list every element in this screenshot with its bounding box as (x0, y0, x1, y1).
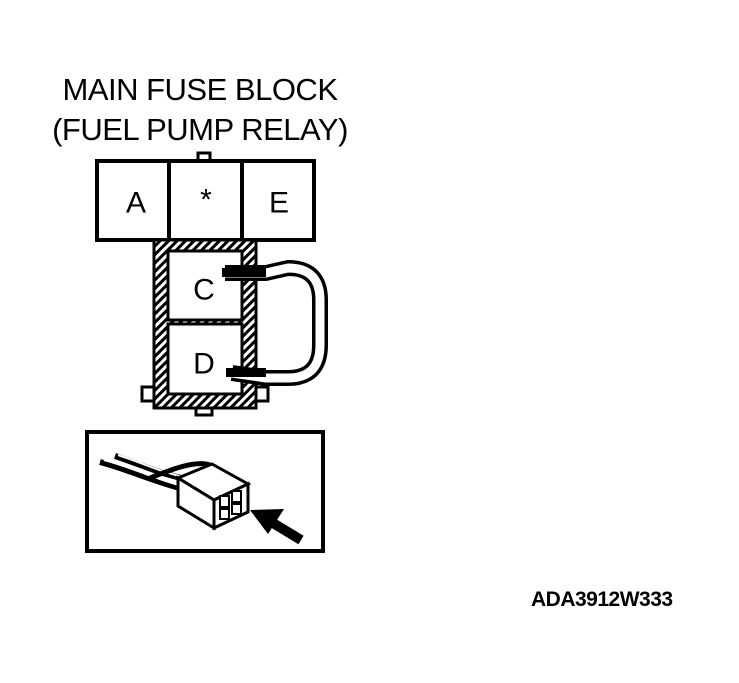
view-direction-arrow-icon (250, 509, 304, 545)
top-terminal-row: A * E (95, 151, 316, 242)
terminal-row-frame (95, 159, 316, 242)
terminal-star-label: * (200, 184, 212, 217)
jumper-probe-c (222, 268, 266, 277)
title-line-2: (FUEL PUMP RELAY) (52, 112, 348, 147)
terminal-c-cell (166, 249, 244, 322)
terminal-c-label: C (193, 274, 215, 307)
terminal-d-label: D (193, 348, 215, 381)
connector-view-inset (85, 430, 325, 553)
jumper-probe-d (226, 368, 266, 377)
wire-harness-icon (99, 453, 211, 491)
terminal-e-label: E (269, 187, 289, 220)
terminal-d-cell (166, 322, 244, 396)
title-line-1: MAIN FUSE BLOCK (62, 72, 339, 107)
figure-code: ADA3912W333 (531, 588, 673, 611)
jumper-wire (222, 260, 328, 386)
connector-icon (174, 462, 252, 531)
terminal-a-label: A (126, 187, 146, 220)
